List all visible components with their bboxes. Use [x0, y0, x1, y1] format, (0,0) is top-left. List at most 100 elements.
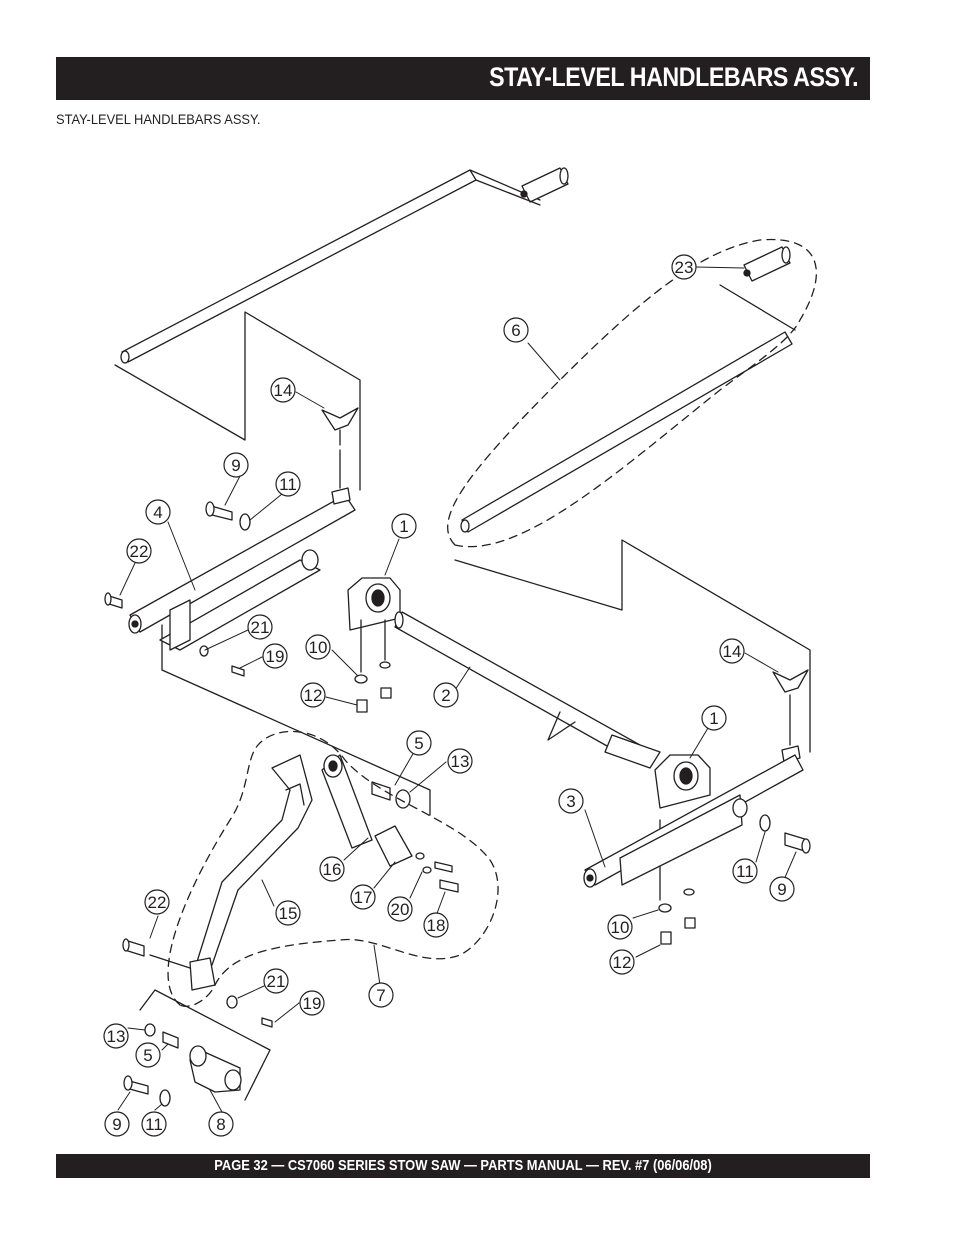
svg-text:13: 13: [107, 1027, 126, 1046]
frame-left: [114, 311, 431, 816]
svg-text:12: 12: [613, 953, 632, 972]
shaft-2: [394, 611, 661, 769]
callout-11: 11: [141, 1111, 167, 1137]
svg-text:20: 20: [391, 900, 410, 919]
callout-17: 17: [350, 884, 376, 910]
callout-19: 19: [262, 643, 288, 669]
svg-text:8: 8: [216, 1115, 225, 1134]
callout-16: 16: [319, 856, 345, 882]
callout-7: 7: [368, 982, 394, 1008]
svg-text:18: 18: [427, 916, 446, 935]
svg-text:10: 10: [309, 638, 328, 657]
handle-15: [189, 754, 313, 991]
callout-1: 1: [701, 705, 727, 731]
plate-17: [374, 825, 459, 893]
svg-text:11: 11: [736, 862, 754, 881]
svg-text:9: 9: [112, 1115, 121, 1134]
callout-9: 9: [104, 1111, 130, 1137]
svg-text:17: 17: [354, 888, 373, 907]
svg-text:11: 11: [279, 475, 297, 494]
bolt-22-lower: [122, 938, 191, 969]
callout-10: 10: [305, 634, 331, 660]
svg-text:13: 13: [451, 752, 470, 771]
callout-15: 15: [275, 900, 301, 926]
svg-text:19: 19: [266, 647, 285, 666]
callout-13: 13: [103, 1023, 129, 1049]
svg-text:11: 11: [145, 1115, 163, 1134]
hardware-lower-left: [123, 1023, 179, 1107]
callout-23: 23: [671, 254, 697, 280]
section-subtitle: STAY-LEVEL HANDLEBARS ASSY.: [56, 111, 261, 127]
svg-text:10: 10: [611, 918, 630, 937]
callout-18: 18: [423, 912, 449, 938]
svg-text:5: 5: [414, 734, 423, 753]
callout-14: 14: [719, 638, 745, 664]
hardware-10-12-top: [354, 619, 392, 713]
title-bar: STAY-LEVEL HANDLEBARS ASSY.: [56, 57, 870, 100]
svg-text:21: 21: [251, 618, 270, 637]
knob-14-left: [321, 407, 359, 505]
svg-text:14: 14: [274, 381, 293, 400]
svg-text:6: 6: [511, 321, 520, 340]
footer-text: PAGE 32 — CS7060 SERIES STOW SAW — PARTS…: [214, 1157, 712, 1174]
callout-14: 14: [270, 377, 296, 403]
pillow-block-1-top: [347, 577, 401, 631]
svg-text:7: 7: [376, 986, 385, 1005]
callout-11: 11: [732, 858, 758, 884]
knob-14-right: [772, 669, 809, 763]
callout-19: 19: [299, 990, 325, 1016]
callout-bubbles: 23 6 14 9 11 4 1 22 21 19 10 12 2 14 1 5…: [103, 254, 795, 1137]
svg-text:2: 2: [441, 686, 450, 705]
svg-text:23: 23: [675, 258, 694, 277]
leader-lines: [117, 266, 797, 1113]
callout-9: 9: [769, 876, 795, 902]
callout-12: 12: [609, 949, 635, 975]
grip-23: [743, 246, 791, 282]
frame-lower: [139, 989, 271, 1101]
handlebar-tube-right: [460, 284, 796, 533]
svg-text:14: 14: [723, 642, 742, 661]
grip-top-left: [475, 167, 569, 206]
svg-text:9: 9: [777, 880, 786, 899]
callout-8: 8: [208, 1111, 234, 1137]
callout-22: 22: [126, 538, 152, 564]
crossbar-4: [128, 494, 356, 651]
svg-text:3: 3: [566, 792, 575, 811]
callout-5: 5: [135, 1042, 161, 1068]
svg-text:16: 16: [323, 860, 342, 879]
svg-text:15: 15: [279, 904, 298, 923]
svg-text:19: 19: [303, 994, 322, 1013]
page-title: STAY-LEVEL HANDLEBARS ASSY.: [488, 62, 858, 92]
svg-text:22: 22: [130, 542, 149, 561]
link-16: [321, 754, 411, 849]
callout-21: 21: [263, 968, 289, 994]
svg-text:12: 12: [304, 686, 323, 705]
callout-4: 4: [145, 499, 171, 525]
crossbar-3: [583, 754, 804, 888]
callout-1: 1: [391, 513, 417, 539]
pillow-block-1-right: [654, 754, 711, 809]
callout-5: 5: [406, 730, 432, 756]
svg-text:5: 5: [143, 1046, 152, 1065]
callout-21: 21: [247, 614, 273, 640]
footer-bar: PAGE 32 — CS7060 SERIES STOW SAW — PARTS…: [56, 1154, 870, 1178]
callout-10: 10: [607, 914, 633, 940]
bolt-22-left: [104, 592, 123, 609]
callout-9: 9: [223, 452, 249, 478]
svg-text:1: 1: [399, 517, 408, 536]
bracket-8: [189, 1045, 242, 1093]
bolt-19-left: [199, 645, 245, 677]
hardware-right: [658, 814, 811, 945]
callout-6: 6: [503, 317, 529, 343]
callout-22: 22: [144, 889, 170, 915]
callout-11: 11: [275, 471, 301, 497]
svg-text:1: 1: [709, 709, 718, 728]
dashed-group-6: [447, 238, 817, 548]
hardware-21-19-lower: [226, 995, 273, 1028]
callout-2: 2: [433, 682, 459, 708]
svg-text:21: 21: [267, 972, 286, 991]
svg-text:22: 22: [148, 893, 167, 912]
bolt-9-left: [205, 501, 251, 531]
callout-12: 12: [300, 682, 326, 708]
callout-13: 13: [447, 748, 473, 774]
